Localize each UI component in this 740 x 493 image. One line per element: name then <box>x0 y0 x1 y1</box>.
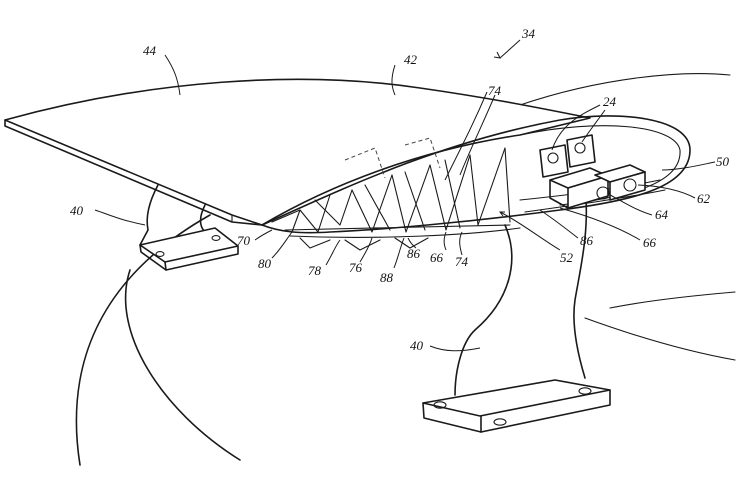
label-80: 80 <box>258 256 272 271</box>
reference-numerals: 34 44 42 74 24 50 62 64 40 70 80 78 76 8… <box>70 26 730 353</box>
label-42: 42 <box>404 52 418 67</box>
label-78: 78 <box>308 263 322 278</box>
actuator-assembly <box>539 134 646 209</box>
label-52: 52 <box>560 250 574 265</box>
label-86-right: 86 <box>580 233 594 248</box>
label-64: 64 <box>655 207 669 222</box>
label-62: 62 <box>697 191 711 206</box>
leader-lines <box>94 39 716 352</box>
label-88: 88 <box>380 270 394 285</box>
label-40-right: 40 <box>410 338 424 353</box>
label-34: 34 <box>521 26 536 41</box>
label-40-left: 40 <box>70 203 84 218</box>
label-50: 50 <box>716 154 730 169</box>
label-74-lower: 74 <box>455 254 469 269</box>
right-support-leg <box>422 187 611 433</box>
label-66-left: 66 <box>430 250 444 265</box>
label-76: 76 <box>349 260 363 275</box>
wing-skin <box>4 78 591 226</box>
label-66-right: 66 <box>643 235 657 250</box>
label-74-upper: 74 <box>488 83 502 98</box>
label-70: 70 <box>237 233 251 248</box>
label-24: 24 <box>603 94 617 109</box>
label-44: 44 <box>143 43 157 58</box>
label-86-left: 86 <box>407 246 421 261</box>
